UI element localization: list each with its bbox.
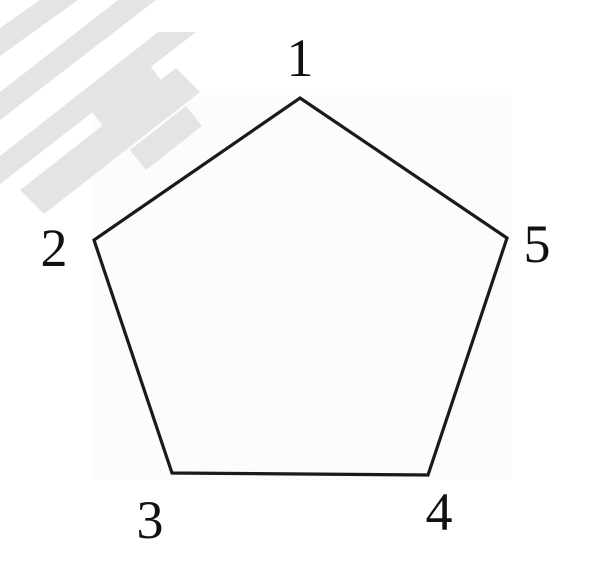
vertex-label-1: 1 [287, 28, 314, 88]
watermark-logo [0, 0, 202, 214]
vertex-label-2: 2 [41, 218, 68, 278]
vertex-label-5: 5 [524, 214, 551, 274]
pentagon-outline [92, 96, 509, 477]
vertex-label-3: 3 [137, 490, 164, 550]
vertex-label-4: 4 [426, 482, 453, 542]
figure-background [92, 95, 512, 480]
